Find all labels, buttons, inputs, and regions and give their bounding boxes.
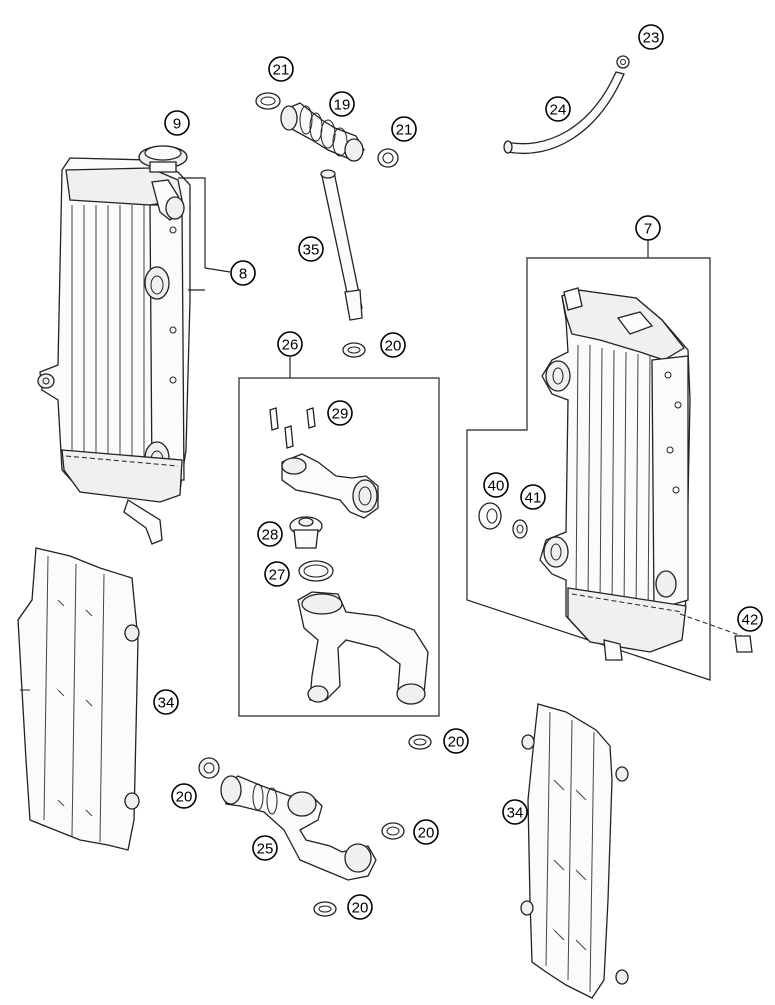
thermostat-assembly-frame bbox=[238, 357, 440, 717]
callout-19: 19 bbox=[329, 91, 355, 117]
callout-35-text: 35 bbox=[303, 242, 320, 259]
callout-21-left-text: 21 bbox=[273, 62, 290, 79]
tube-35 bbox=[320, 169, 363, 321]
callout-21-left: 21 bbox=[268, 56, 294, 82]
callout-20-b-text: 20 bbox=[448, 734, 465, 751]
callout-20-b: 20 bbox=[443, 728, 469, 754]
hose-clamp-21-right bbox=[377, 148, 399, 168]
callout-9-text: 9 bbox=[173, 116, 181, 133]
callout-20-a: 20 bbox=[171, 783, 197, 809]
grommet-40 bbox=[478, 502, 502, 530]
thermostat-housing-upper bbox=[281, 453, 379, 519]
hose-clamp-20-d bbox=[313, 901, 337, 917]
hose-25 bbox=[220, 775, 377, 881]
hose-clamp-21-left bbox=[255, 92, 281, 110]
callout-20-c-text: 20 bbox=[418, 825, 435, 842]
callout-27: 27 bbox=[264, 561, 290, 587]
callout-42: 42 bbox=[737, 606, 763, 632]
hose-clip-23 bbox=[616, 55, 630, 69]
radiator-left bbox=[37, 157, 231, 545]
callout-34-right-text: 34 bbox=[507, 805, 524, 822]
callout-27-text: 27 bbox=[269, 567, 286, 584]
callout-21-right: 21 bbox=[391, 116, 417, 142]
callout-20-c: 20 bbox=[413, 819, 439, 845]
callout-21-right-text: 21 bbox=[396, 122, 413, 139]
bolt-42 bbox=[679, 613, 753, 653]
o-ring-27 bbox=[298, 560, 334, 582]
callout-7: 7 bbox=[635, 215, 661, 241]
breather-hose-24 bbox=[503, 71, 625, 154]
callout-34-left: 34 bbox=[153, 689, 179, 715]
radiator-cap bbox=[138, 145, 188, 173]
callout-7-text: 7 bbox=[644, 221, 652, 238]
callout-25-text: 25 bbox=[257, 841, 274, 858]
radiator-louver-right bbox=[520, 703, 629, 999]
callout-26-text: 26 bbox=[282, 337, 299, 354]
callout-24: 24 bbox=[545, 96, 571, 122]
radiator-right bbox=[539, 287, 691, 661]
callout-42-text: 42 bbox=[742, 612, 759, 629]
callout-40-text: 40 bbox=[488, 478, 505, 495]
callout-26: 26 bbox=[277, 331, 303, 357]
hose-clamp-20-tube bbox=[342, 342, 366, 358]
callout-29-text: 29 bbox=[332, 406, 349, 423]
hose-clamp-20-b bbox=[408, 734, 432, 750]
callout-20-d-text: 20 bbox=[352, 900, 369, 917]
callout-24-text: 24 bbox=[550, 102, 567, 119]
callout-23: 23 bbox=[638, 24, 664, 50]
screws-29 bbox=[269, 407, 316, 449]
callout-20-tube: 20 bbox=[380, 332, 406, 358]
callout-28-text: 28 bbox=[262, 527, 279, 544]
callout-35: 35 bbox=[298, 236, 324, 262]
radiator-louver-left bbox=[17, 547, 140, 851]
callout-9: 9 bbox=[164, 110, 190, 136]
callout-41-text: 41 bbox=[525, 490, 542, 507]
thermostat-28 bbox=[289, 516, 323, 549]
callout-23-text: 23 bbox=[643, 30, 660, 47]
callout-28: 28 bbox=[257, 521, 283, 547]
callout-8-text: 8 bbox=[239, 266, 247, 283]
callout-8: 8 bbox=[230, 260, 256, 286]
callout-19-text: 19 bbox=[334, 97, 351, 114]
hose-19 bbox=[280, 102, 365, 162]
callout-20-tube-text: 20 bbox=[385, 338, 402, 355]
callout-20-a-text: 20 bbox=[176, 789, 193, 806]
hose-clamp-20-a bbox=[198, 757, 220, 779]
callout-41: 41 bbox=[520, 484, 546, 510]
callout-34-left-text: 34 bbox=[158, 695, 175, 712]
washer-41 bbox=[512, 519, 528, 539]
callout-40: 40 bbox=[483, 472, 509, 498]
callout-34-right: 34 bbox=[502, 799, 528, 825]
thermostat-housing-lower bbox=[297, 591, 429, 705]
hose-clamp-20-c bbox=[381, 822, 405, 840]
callout-29: 29 bbox=[327, 400, 353, 426]
callout-20-d: 20 bbox=[347, 894, 373, 920]
radiator-right-frame bbox=[466, 240, 711, 681]
callout-25: 25 bbox=[252, 835, 278, 861]
